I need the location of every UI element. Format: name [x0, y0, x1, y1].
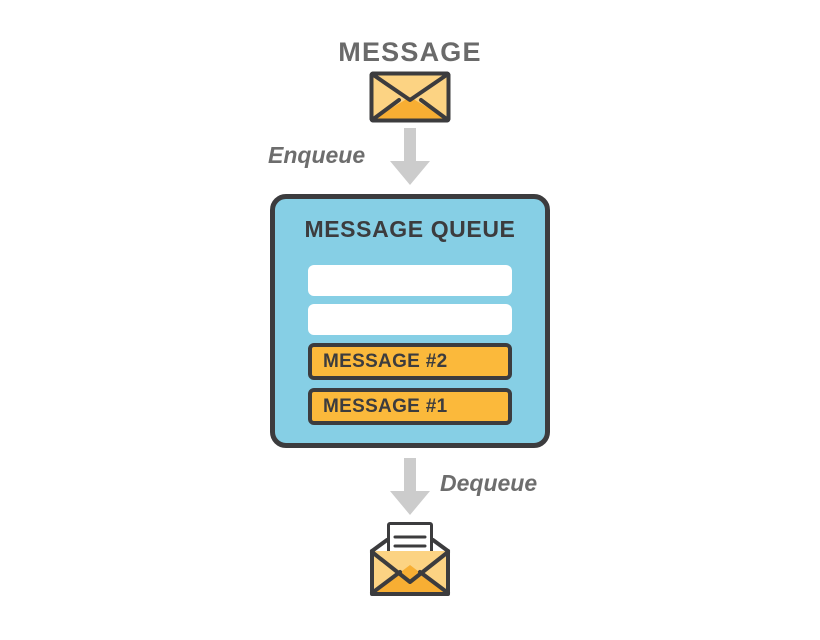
queue-slot-label: MESSAGE #2 — [323, 350, 448, 372]
queue-slot-empty[interactable] — [308, 304, 512, 335]
queue-slot-empty[interactable] — [308, 265, 512, 296]
dequeue-arrow-icon — [388, 458, 432, 516]
queue-slot-label: MESSAGE #1 — [323, 395, 448, 417]
enqueue-label: Enqueue — [268, 142, 366, 168]
queue-slot-message-1[interactable]: MESSAGE #1 — [308, 388, 512, 425]
closed-envelope-icon — [369, 71, 451, 123]
open-envelope-with-letter-icon — [369, 521, 451, 597]
page-title: MESSAGE — [338, 37, 482, 67]
queue-title: MESSAGE QUEUE — [304, 216, 516, 242]
queue-slot-list: MESSAGE #2 MESSAGE #1 — [308, 265, 512, 425]
enqueue-arrow-icon — [388, 128, 432, 186]
queue-slot-message-2[interactable]: MESSAGE #2 — [308, 343, 512, 380]
dequeue-label: Dequeue — [440, 470, 538, 496]
message-queue-box: MESSAGE QUEUE MESSAGE #2 MESSAGE #1 — [270, 194, 550, 448]
